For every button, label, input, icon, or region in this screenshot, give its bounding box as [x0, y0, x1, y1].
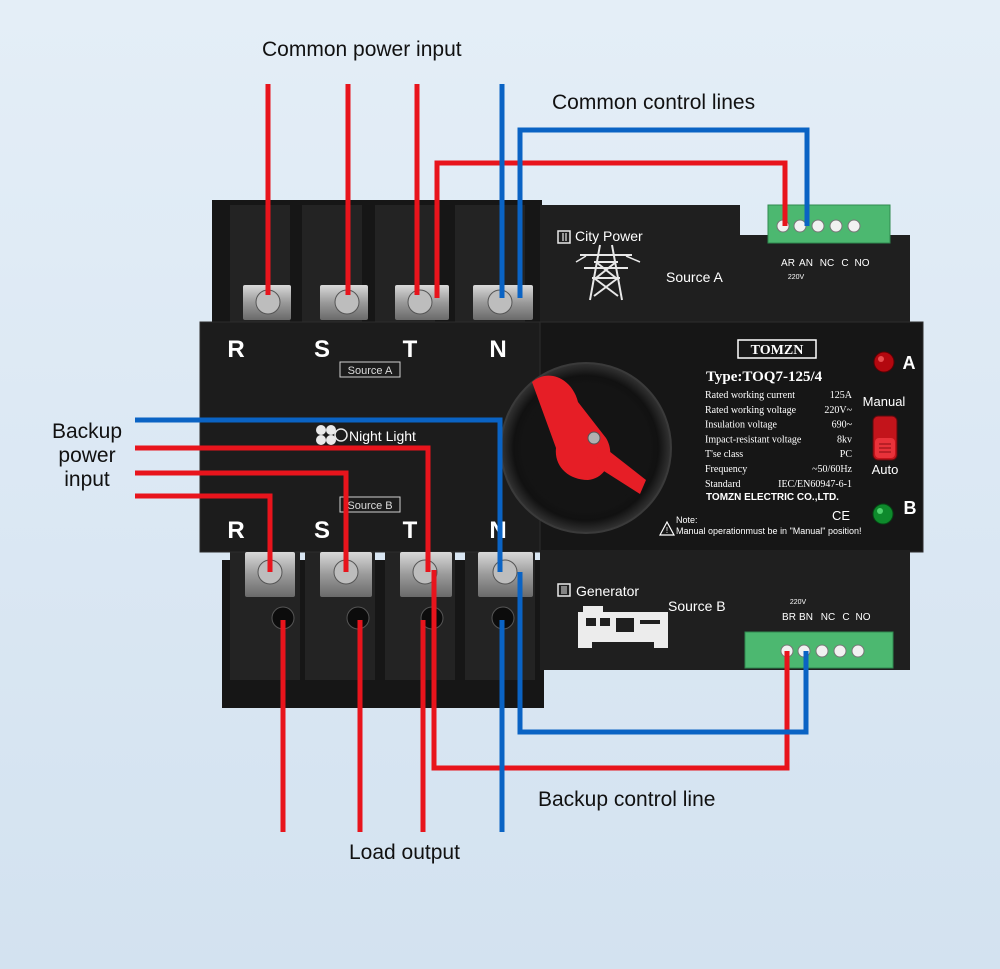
ce-mark: CE — [832, 508, 850, 523]
type-label: Type:TOQ7-125/4 — [706, 369, 823, 385]
terminal-screw-r-top — [243, 285, 291, 320]
spec-name: Rated working current — [705, 390, 795, 401]
wire-backup-s — [135, 470, 349, 572]
spec-name: Rated working voltage — [705, 405, 797, 416]
note-title: Note: — [676, 515, 698, 525]
phase-r-top: R — [227, 336, 244, 363]
phase-s-top: S — [314, 336, 330, 363]
spec-name: Insulation voltage — [705, 420, 777, 431]
spec-name: Impact-resistant voltage — [705, 434, 802, 445]
spec-value: 125A — [830, 390, 853, 401]
generator-icon — [557, 583, 668, 648]
control-top-voltage: 220V — [788, 274, 805, 281]
source-b-tag: Source B — [347, 500, 392, 512]
control-terms-top: AR AN NC C NO — [781, 258, 870, 269]
label-common-power-input: Common power input — [262, 38, 462, 61]
spec-table: Rated working current 125A Rated working v… — [705, 390, 853, 490]
term-nc-bottom: NC — [821, 612, 835, 623]
spec-name: Frequency — [705, 464, 747, 475]
night-light-icon — [316, 425, 348, 445]
control-terminal-block-top — [767, 204, 891, 244]
company-label: TOMZN ELECTRIC CO.,LTD. — [706, 492, 839, 503]
phase-r-bottom: R — [227, 517, 244, 544]
wire-control-br — [431, 570, 790, 771]
spec-name: T'se class — [705, 449, 743, 460]
label-backup-line1: Backup — [52, 420, 122, 443]
indicator-b-label: B — [904, 498, 917, 518]
terminal-screw-t-bottom — [400, 552, 452, 597]
auto-label: Auto — [872, 462, 899, 477]
label-load-output: Load output — [349, 841, 460, 864]
term-bn: BN — [799, 612, 813, 623]
term-an: AN — [799, 258, 813, 269]
brand-logo: TOMZN — [751, 343, 804, 358]
term-br: BR — [782, 612, 796, 623]
label-backup-line2: power — [58, 444, 115, 467]
phase-letters-top: R S T N — [227, 336, 506, 363]
term-no-top: NO — [855, 258, 870, 269]
wire-control-ar — [434, 160, 788, 298]
spec-value: IEC/EN60947-6-1 — [778, 479, 852, 490]
label-common-control-lines: Common control lines — [552, 91, 755, 114]
wire-backup-t — [135, 445, 431, 572]
terminal-screw-s-top — [320, 285, 368, 320]
terminal-screw-n-bottom — [478, 552, 533, 597]
term-ar: AR — [781, 258, 795, 269]
spec-value: 220V~ — [824, 405, 852, 416]
control-terminal-block-bottom — [744, 631, 894, 669]
source-a-tag: Source A — [348, 365, 393, 377]
spec-value: 690~ — [832, 420, 853, 431]
indicator-b-led — [872, 503, 894, 525]
terminal-screw-t-top — [395, 285, 449, 320]
wire-backup-n — [135, 417, 503, 572]
mode-toggle[interactable] — [872, 415, 898, 461]
red-wires — [135, 84, 790, 832]
manual-label: Manual — [863, 394, 906, 409]
source-b-label: Source B — [668, 598, 726, 614]
blue-wires — [135, 84, 810, 832]
rotary-switch[interactable] — [500, 362, 672, 534]
term-no-bottom: NO — [856, 612, 871, 623]
callouts: Common power input Common control lines … — [52, 38, 755, 864]
control-terms-bottom: BR BN NC C NO — [782, 612, 871, 623]
svg-text:!: ! — [666, 526, 668, 535]
generator-label: Generator — [576, 583, 639, 599]
spec-value: ~50/60Hz — [812, 464, 852, 475]
spec-name: Standard — [705, 479, 741, 490]
indicator-a-label: A — [903, 353, 916, 373]
term-c-bottom: C — [842, 612, 849, 623]
wire-control-an — [517, 127, 810, 298]
label-backup-control-line: Backup control line — [538, 788, 715, 811]
wire-backup-r — [135, 493, 273, 572]
phase-s-bottom: S — [314, 517, 330, 544]
phase-t-bottom: T — [403, 517, 418, 544]
switch-handle[interactable] — [532, 375, 611, 480]
spec-value: PC — [840, 449, 853, 460]
label-backup-line3: input — [64, 468, 110, 491]
phase-n-top: N — [489, 336, 506, 363]
source-a-label: Source A — [666, 269, 723, 285]
phase-t-top: T — [403, 336, 418, 363]
wire-control-bn — [517, 572, 809, 735]
note-text: Manual operationmust be in "Manual" posi… — [676, 526, 862, 536]
warning-icon: ! — [658, 520, 676, 536]
control-bottom-voltage: 220V — [790, 599, 807, 606]
term-nc-top: NC — [820, 258, 834, 269]
night-light-label: Night Light — [349, 428, 416, 444]
top-terminals — [243, 285, 533, 320]
indicator-a-led — [873, 351, 895, 373]
term-c-top: C — [841, 258, 848, 269]
city-power-label: City Power — [575, 228, 643, 244]
city-power-icon — [557, 230, 641, 301]
spec-value: 8kv — [837, 434, 852, 445]
